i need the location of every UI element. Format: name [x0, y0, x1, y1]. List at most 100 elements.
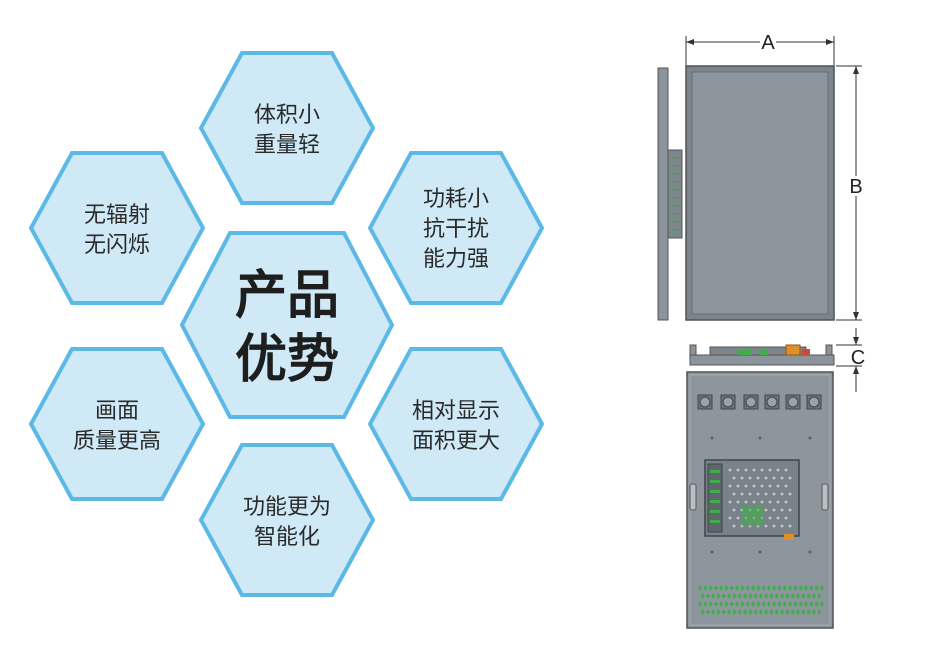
vent-slot [777, 585, 782, 591]
vent-slot [719, 585, 724, 591]
dimension-b-label: B [849, 176, 862, 198]
vent-slot [708, 601, 713, 607]
dimension-b [836, 65, 862, 321]
rear-handle-right [821, 483, 829, 511]
vent-slot [716, 593, 721, 599]
hex-top-line1: 体积小 [254, 103, 320, 128]
product-dimension-drawing: A B [657, 32, 865, 629]
vent-slot [724, 585, 729, 591]
vent-slot [801, 593, 806, 599]
hex-bottom-line2: 智能化 [254, 525, 320, 550]
vent-slot [774, 593, 779, 599]
hex-upper-right: 功耗小 抗干扰 能力强 [368, 151, 544, 305]
hex-upper-left-line1: 无辐射 [84, 203, 150, 228]
vent-slot [743, 609, 747, 615]
vent-slot [732, 609, 737, 615]
vent-slot [737, 593, 742, 599]
dimension-a [685, 36, 835, 66]
vent-slot [756, 585, 761, 591]
vent-slot [758, 593, 763, 599]
vent-slot [727, 609, 732, 615]
vent-slot [735, 601, 740, 607]
rear-panel-view [686, 371, 834, 629]
vent-slot [796, 593, 800, 599]
hex-upper-right-line2: 抗干扰 [423, 217, 489, 242]
side-profile-view [657, 67, 683, 321]
hex-upper-right-line3: 能力强 [423, 247, 489, 272]
vent-slot [751, 585, 755, 591]
vent-slot [769, 609, 774, 615]
vent-slot [721, 609, 726, 615]
vent-slot [796, 609, 800, 615]
vent-slot [729, 585, 734, 591]
hex-center-line2: 优势 [235, 330, 339, 390]
vent-slot [735, 585, 740, 591]
rear-control-box [704, 459, 800, 540]
vent-slot [748, 593, 753, 599]
vent-slot [798, 601, 803, 607]
rear-vent-grid [698, 585, 824, 615]
vent-slot [716, 609, 721, 615]
hex-lower-right-line2: 面积更大 [412, 429, 500, 454]
vent-slot [814, 601, 819, 607]
top-profile-view [689, 344, 835, 366]
vent-slot [790, 609, 795, 615]
vent-slot [780, 593, 785, 599]
vent-slot [806, 609, 811, 615]
vent-slot [764, 609, 769, 615]
vent-slot [756, 601, 761, 607]
vent-slot [745, 601, 750, 607]
vent-slot [711, 593, 716, 599]
hex-center: 产品 优势 [180, 231, 394, 419]
vent-slot [793, 585, 798, 591]
vent-slot [782, 601, 787, 607]
vent-slot [711, 609, 716, 615]
vent-slot [793, 601, 798, 607]
hex-lower-left-line2: 质量更高 [73, 429, 161, 454]
dimension-c-label: C [851, 347, 865, 369]
vent-slot [761, 585, 766, 591]
vent-slot [719, 601, 724, 607]
vent-slot [700, 593, 705, 599]
vent-slot [788, 601, 793, 607]
vent-slot [814, 585, 819, 591]
vent-slot [761, 601, 766, 607]
hex-lower-right: 相对显示 面积更大 [368, 347, 544, 501]
vent-slot [705, 593, 710, 599]
vent-slot [753, 593, 758, 599]
vent-slot [774, 609, 779, 615]
vent-slot [745, 585, 750, 591]
vent-slot [724, 601, 729, 607]
vent-slot [713, 601, 718, 607]
hex-top-line2: 重量轻 [254, 133, 320, 158]
vent-slot [777, 601, 782, 607]
vent-slot [764, 593, 769, 599]
vent-slot [780, 609, 785, 615]
vent-slot [740, 601, 745, 607]
vent-slot [698, 601, 702, 607]
vent-slot [790, 593, 795, 599]
hex-upper-right-line1: 功耗小 [423, 187, 489, 212]
hex-lower-left: 画面 质量更高 [29, 347, 205, 501]
vent-slot [809, 601, 814, 607]
vent-slot [817, 609, 822, 615]
hex-bottom-line1: 功能更为 [243, 495, 331, 520]
hex-upper-left: 无辐射 无闪烁 [29, 151, 205, 305]
dimension-c [836, 328, 862, 392]
vent-slot [772, 585, 777, 591]
hex-lower-left-line1: 画面 [95, 399, 139, 424]
vent-slot [769, 593, 774, 599]
vent-slot [758, 609, 763, 615]
vent-slot [729, 601, 734, 607]
vent-slot [819, 601, 824, 607]
vent-slot [766, 585, 771, 591]
vent-slot [788, 585, 793, 591]
vent-slot [737, 609, 742, 615]
vent-slot [804, 601, 808, 607]
vent-slot [811, 593, 816, 599]
vent-slot [801, 609, 806, 615]
vent-slot [782, 585, 787, 591]
feature-hexagon-cluster: 体积小 重量轻 无辐射 无闪烁 功耗小 抗干扰 能力强 产品 优势 画面 质量更… [29, 51, 544, 597]
rear-handle-left [689, 483, 697, 511]
vent-slot [817, 593, 822, 599]
